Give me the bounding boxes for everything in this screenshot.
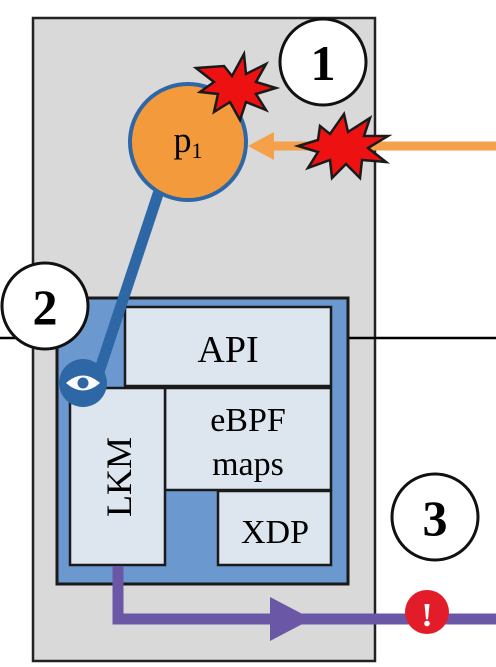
alert-icon: !: [405, 590, 449, 634]
marker-3-label: 3: [423, 490, 448, 546]
marker-2: 2: [0, 261, 90, 351]
explosion-icon: [192, 49, 281, 124]
alert-glyph: !: [421, 597, 432, 634]
eye-icon: [59, 359, 107, 407]
marker-1-label: 1: [311, 35, 336, 91]
marker-3: 3: [390, 472, 480, 562]
explosion-icon: [293, 110, 393, 181]
api-label: API: [197, 329, 258, 371]
ebpf-label: eBPF: [210, 402, 286, 439]
marker-2-label: 2: [33, 279, 58, 335]
purple-arrowhead: [270, 597, 312, 641]
process-label-text: p1: [174, 120, 203, 163]
process-node: p1: [128, 82, 248, 202]
xdp-label: XDP: [241, 514, 309, 551]
maps-label: maps: [212, 446, 284, 483]
xdp-box: [216, 489, 333, 567]
ebpf-maps-box: [163, 386, 333, 492]
api-box: [123, 305, 333, 388]
hook-link: [91, 176, 168, 384]
lkm-box: [68, 386, 167, 567]
marker-1: 1: [278, 17, 368, 107]
purple-flow-line: [112, 566, 496, 625]
lkm-label: LKM: [99, 437, 139, 517]
process-subscript: 1: [192, 138, 203, 163]
process-label: p: [174, 120, 192, 160]
orange-arrowhead: [248, 132, 274, 160]
